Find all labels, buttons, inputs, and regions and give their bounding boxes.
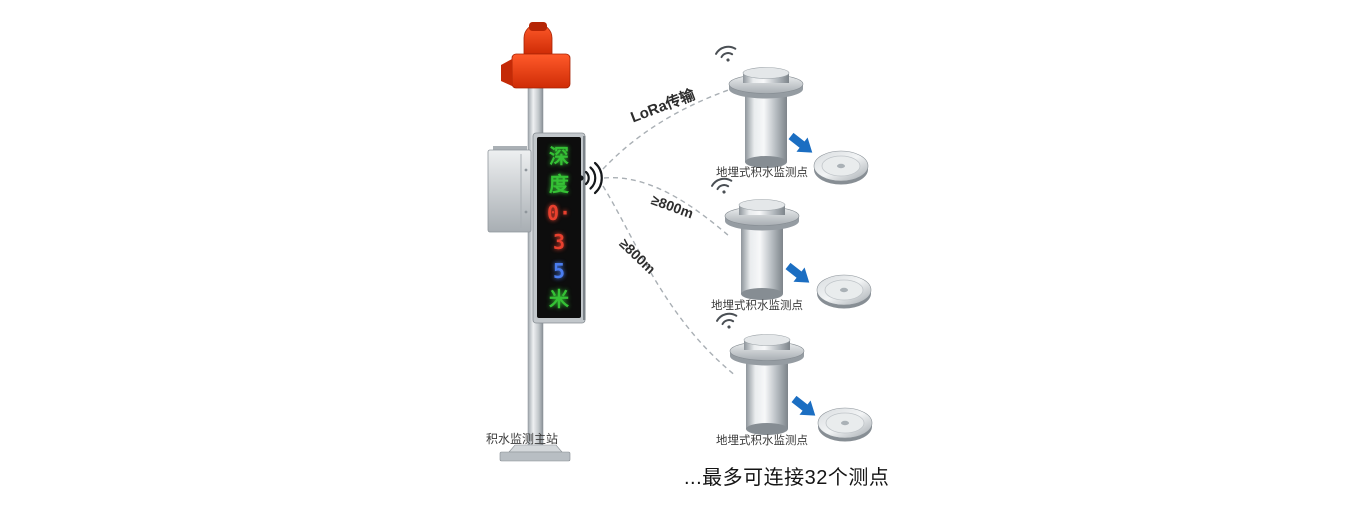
footer-note: ...最多可连接32个测点: [684, 467, 890, 489]
link-curve-lora: [602, 87, 735, 170]
control-box: [487, 146, 532, 233]
link-curve-800m-2: [602, 185, 737, 377]
ground-disc-2: [816, 274, 872, 309]
main-station-label: 积水监测主站: [486, 432, 559, 446]
alarm-beacon: [501, 22, 571, 89]
buried-sensor-2: [724, 199, 800, 301]
led-row-5: 5: [552, 258, 566, 283]
led-row-1: 深: [549, 143, 569, 168]
wifi-icon-1: [713, 43, 740, 66]
led-row-4: 3: [552, 229, 566, 254]
led-display-screen: 深 度 0· 3 5 米: [537, 137, 581, 318]
buried-sensor-1: [728, 67, 804, 169]
led-row-3: 0·: [546, 201, 572, 226]
led-row-2: 度: [549, 172, 569, 197]
alarm-horn-body: [511, 53, 571, 89]
sensor-label-2: 地埋式积水监测点: [711, 300, 803, 312]
ground-disc-1: [813, 150, 869, 185]
link-curve-800m-1: [603, 176, 730, 237]
wifi-icon-3: [714, 310, 741, 333]
beacon-top-cap: [529, 22, 547, 31]
led-row-6: 米: [549, 287, 569, 312]
sensor-label-3: 地埋式积水监测点: [716, 435, 808, 447]
arrow-icon-1: [785, 128, 818, 160]
pole-base-plate: [499, 451, 571, 462]
arrow-icon-3: [788, 391, 821, 423]
link-lines: [602, 87, 737, 377]
arrow-icon-2: [782, 258, 815, 290]
sensor-label-1: 地埋式积水监测点: [716, 167, 808, 179]
ground-disc-3: [817, 407, 873, 442]
buried-sensor-3: [729, 334, 805, 436]
alarm-horn-flare: [501, 59, 512, 86]
